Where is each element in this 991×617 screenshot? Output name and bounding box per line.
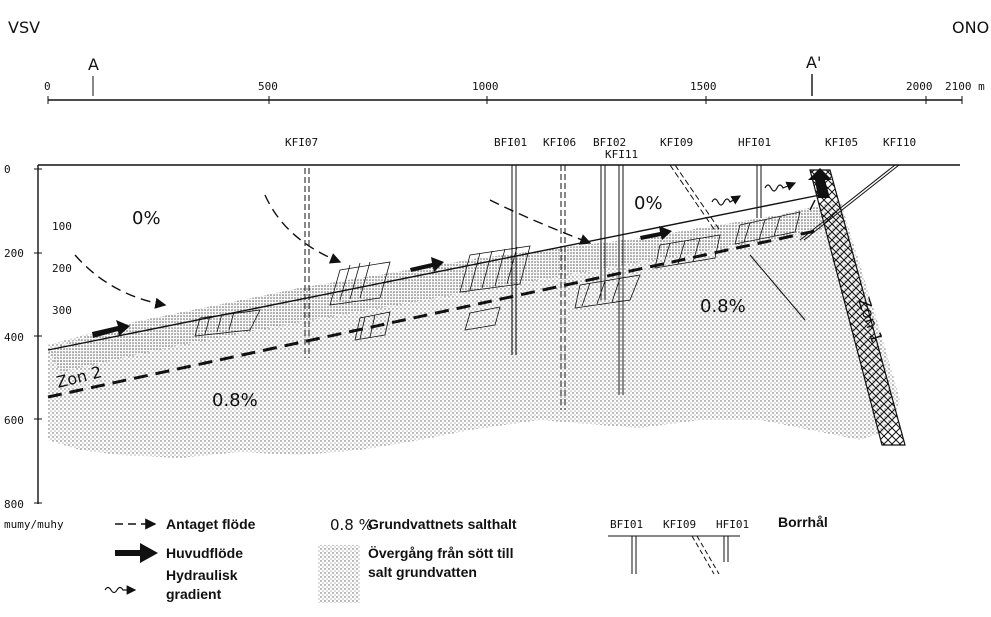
borehole-label-kfi09: KFI09 xyxy=(660,136,693,149)
legend-borehole-bfi01: BFI01 xyxy=(610,518,643,531)
borehole-bfi01 xyxy=(511,165,517,355)
distance-scale-ticks xyxy=(47,96,963,104)
legend-borehole-hfi01: HFI01 xyxy=(716,518,749,531)
borehole-kfi11 xyxy=(618,165,624,395)
orientation-east: ONO xyxy=(952,18,989,37)
borehole-label-hfi01: HFI01 xyxy=(738,136,771,149)
borehole-kfi07 xyxy=(304,168,310,358)
depth-tick-800: 800 xyxy=(4,498,24,511)
zone2-upper-boundary xyxy=(47,194,821,351)
distance-tick-2100: 2100 m xyxy=(945,80,985,93)
borehole-label-kfi11: KFI11 xyxy=(605,148,638,161)
distance-tick-0: 0 xyxy=(44,80,51,93)
legend-hydraulic-line1: Hydraulisk xyxy=(166,567,238,583)
borehole-bfi02 xyxy=(600,165,606,300)
depth-axis-ticks xyxy=(34,168,42,504)
legend-transition-line1: Övergång från sött till xyxy=(368,545,513,561)
legend-main-flow: Huvudflöde xyxy=(166,545,243,561)
legend-borehole-icons xyxy=(631,535,729,575)
legend-transition-swatch xyxy=(318,545,360,603)
section-marker-a-prime: A' xyxy=(806,53,821,72)
main-flow-arrows xyxy=(92,168,832,338)
inner-tick-100: 100 xyxy=(52,220,72,233)
legend-salinity-label: Grundvattnets salthalt xyxy=(368,516,517,532)
borehole-label-kfi07: KFI07 xyxy=(285,136,318,149)
zone1-band xyxy=(809,169,906,446)
legend: Antaget flöde Huvudflöde Hydraulisk grad… xyxy=(104,514,828,603)
borehole-label-bfi02: BFI02 xyxy=(593,136,626,149)
depth-unit-label: mumy/muhy xyxy=(4,518,64,531)
assumed-flow-arrows xyxy=(74,194,816,309)
legend-boreholes-title: Borrhål xyxy=(778,514,828,530)
distance-tick-500: 500 xyxy=(258,80,278,93)
salt-water-area xyxy=(48,200,900,458)
salinity-label-fresh-east: 0% xyxy=(634,193,663,214)
borehole-hfi01 xyxy=(756,165,762,218)
salinity-label-salt-west: 0.8% xyxy=(212,390,258,411)
legend-assumed-flow: Antaget flöde xyxy=(166,516,256,532)
hydraulic-gradient-arrows xyxy=(711,181,797,206)
distance-tick-1500: 1500 xyxy=(690,80,717,93)
salinity-label-salt-east: 0.8% xyxy=(700,296,746,317)
borehole-label-kfi05: KFI05 xyxy=(825,136,858,149)
borehole-kfi06 xyxy=(560,165,566,410)
depth-tick-200: 200 xyxy=(4,247,24,260)
legend-borehole-kfi09: KFI09 xyxy=(663,518,696,531)
legend-transition-line2: salt grundvatten xyxy=(368,564,477,580)
borehole-kfi09 xyxy=(669,164,722,233)
inner-tick-300: 300 xyxy=(52,304,72,317)
transition-band xyxy=(48,205,820,372)
legend-main-flow-icon xyxy=(115,543,158,563)
depth-tick-600: 600 xyxy=(4,414,24,427)
inner-tick-200: 200 xyxy=(52,262,72,275)
orientation-west: VSV xyxy=(8,18,40,37)
section-marker-a: A xyxy=(88,55,99,74)
distance-tick-1000: 1000 xyxy=(472,80,499,93)
secondary-fracture xyxy=(749,254,806,321)
depth-tick-0: 0 xyxy=(4,163,11,176)
borehole-label-bfi01: BFI01 xyxy=(494,136,527,149)
borehole-label-kfi06: KFI06 xyxy=(543,136,576,149)
salinity-label-fresh-west: 0% xyxy=(132,208,161,229)
legend-salinity-value: 0.8 % xyxy=(330,516,373,534)
depth-tick-400: 400 xyxy=(4,331,24,344)
distance-tick-2000: 2000 xyxy=(906,80,933,93)
borehole-kfi10 xyxy=(799,164,900,241)
borehole-label-kfi10: KFI10 xyxy=(883,136,916,149)
legend-hydraulic-line2: gradient xyxy=(166,586,222,602)
legend-hydraulic-gradient-icon xyxy=(104,585,137,595)
